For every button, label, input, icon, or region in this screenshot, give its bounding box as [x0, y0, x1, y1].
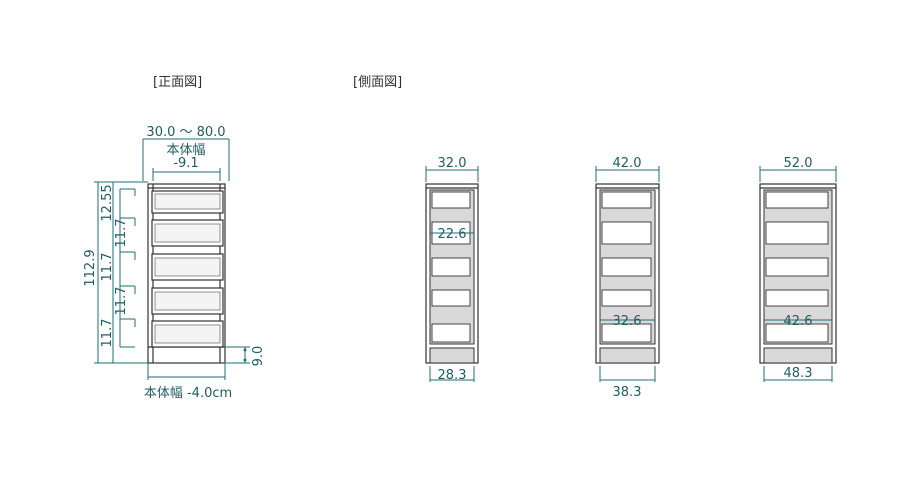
- front-view: 30.0 ～ 80.0 本体幅 -9.1 112.9: [83, 125, 266, 401]
- cabinet-front: [147, 183, 226, 364]
- side-view-heading: [側面図]: [353, 75, 402, 90]
- side-2-depth-bottom: 38.3: [613, 385, 642, 400]
- drawer-height-1: 12.55: [100, 184, 115, 221]
- side-2-depth-top: 42.0: [613, 156, 642, 171]
- side-view-1: 32.0 22.6 28.3: [425, 156, 479, 383]
- side-1-depth-bottom: 28.3: [438, 368, 467, 383]
- bottom-width-label: 本体幅 -4.0cm: [144, 386, 232, 401]
- drawer-height-5: 11.7: [100, 319, 115, 348]
- total-height-label: 112.9: [83, 249, 98, 286]
- side-3-depth-top: 52.0: [784, 156, 813, 171]
- base-height-label: 9.0: [251, 346, 266, 367]
- side-3-inner-depth: 42.6: [784, 314, 813, 329]
- drawer-height-3: 11.7: [100, 253, 115, 282]
- side-3-depth-bottom: 48.3: [784, 366, 813, 381]
- width-range-label: 30.0 ～ 80.0: [146, 125, 225, 140]
- side-view-2: 42.0 32.6 38.3: [595, 156, 660, 400]
- side-1-inner-depth: 22.6: [438, 227, 467, 242]
- side-2-inner-depth: 32.6: [613, 314, 642, 329]
- drawer-height-4: 11.7: [114, 287, 129, 316]
- body-width-label: 本体幅: [166, 143, 205, 158]
- side-1-depth-top: 32.0: [438, 156, 467, 171]
- side-view-3: 52.0 42.6 48.3: [759, 156, 837, 382]
- front-view-heading: [正面図]: [153, 75, 202, 90]
- drawer-height-2: 11.7: [114, 219, 129, 248]
- inner-width-label: -9.1: [173, 156, 198, 171]
